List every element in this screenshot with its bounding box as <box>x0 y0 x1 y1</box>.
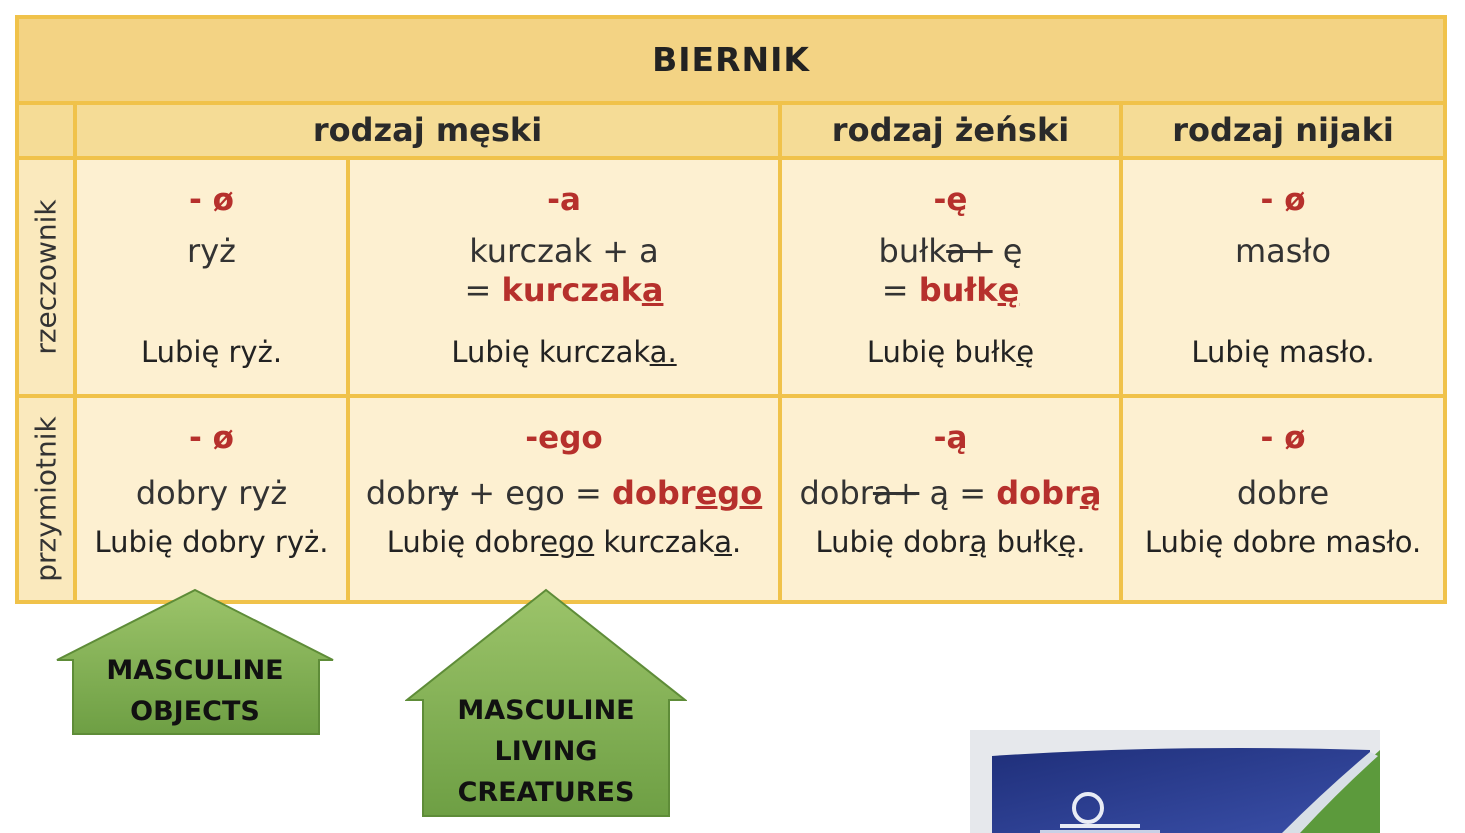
sentence-part: . <box>1076 525 1086 560</box>
struck-ending: a+ <box>946 231 993 270</box>
arrow-label-line3: CREATURES <box>457 777 635 808</box>
sentence-part: bułk <box>987 525 1059 560</box>
header-neuter: rodzaj nijaki <box>1118 100 1448 160</box>
table-title: BIERNIK <box>14 15 1448 105</box>
example-sentence: Lubię masło. <box>1191 334 1375 369</box>
example-word: dobry ryż <box>135 474 288 513</box>
arrow-label-line1: MASCULINE <box>457 695 635 726</box>
word-mid: ą = <box>919 474 997 513</box>
arrow-label-line2: OBJECTS <box>130 696 260 727</box>
ending: - ø <box>1260 420 1306 457</box>
example-word: masło <box>1234 231 1332 270</box>
result-ending: ego <box>695 474 763 513</box>
ending: - ø <box>189 420 234 457</box>
sentence-part: . <box>731 525 742 560</box>
arrow-masculine-living-creatures: MASCULINE LIVING CREATURES <box>405 588 687 818</box>
example-word: kurczak + a = kurczaka <box>350 232 778 310</box>
ending: - ø <box>189 181 234 218</box>
noun-masc-obj-cell: - ø ryż Lubię ryż. <box>73 155 350 399</box>
result-stem: bułk <box>918 270 998 309</box>
sentence-ending: ą <box>969 525 988 560</box>
result-ending: a <box>641 270 664 309</box>
word-stem: bułk <box>878 231 947 270</box>
row-label-adjective: przymiotnik <box>15 394 77 604</box>
example-sentence: Lubię dobre masło. <box>1144 525 1422 560</box>
product-package-image <box>970 730 1380 833</box>
example-sentence: Lubię kurczaka. <box>350 335 778 369</box>
example-word: ryż <box>187 231 236 270</box>
adj-fem-cell: -ą dobra+ ą = dobrą Lubię dobrą bułkę. <box>778 394 1123 604</box>
noun-neut-cell: - ø masło Lubię masło. <box>1118 155 1448 399</box>
example-word: dobra+ ą = dobrą <box>782 474 1119 513</box>
sentence-ending: ę <box>1058 525 1077 560</box>
adj-neut-cell: - ø dobre Lubię dobre masło. <box>1118 394 1448 604</box>
row-label-noun: rzeczownik <box>15 155 77 399</box>
row-label-noun-text: rzeczownik <box>29 199 63 355</box>
example-word: dobry + ego = dobrego <box>350 474 778 513</box>
adj-masc-living-cell: -ego dobry + ego = dobrego Lubię dobrego… <box>346 394 782 604</box>
ending: - ø <box>1260 181 1306 218</box>
adj-masc-obj-cell: - ø dobry ryż Lubię dobry ryż. <box>73 394 350 604</box>
equals: = <box>464 270 502 309</box>
example-sentence: Lubię ryż. <box>140 334 283 369</box>
sentence-part: Lubię bułk <box>866 334 1017 369</box>
equals: = <box>881 270 919 309</box>
package-illustration <box>970 730 1380 833</box>
ending: -ą <box>933 420 968 457</box>
struck-ending: y <box>439 474 459 513</box>
arrow-label-line1: MASCULINE <box>106 655 284 686</box>
example-word: bułka+ ę = bułkę <box>782 232 1119 310</box>
header-masculine: rodzaj męski <box>73 100 782 160</box>
result-ending: ą <box>1079 474 1102 513</box>
example-word: dobre <box>1236 474 1330 513</box>
corner-cell <box>15 100 77 160</box>
example-sentence: Lubię dobrego kurczaka. <box>350 525 778 559</box>
ending: -a <box>547 181 581 218</box>
sentence-ending: a <box>714 525 732 560</box>
sentence-part: Lubię dobr <box>815 525 970 560</box>
result-ending: ę <box>997 270 1020 309</box>
ending: -ego <box>525 420 603 457</box>
header-feminine: rodzaj żeński <box>778 100 1123 160</box>
example-sentence: Lubię dobrą bułkę. <box>782 525 1119 559</box>
sentence-ending: ę <box>1016 334 1035 369</box>
up-arrow-shape <box>405 588 687 817</box>
sentence-part: kurczak <box>594 525 715 560</box>
result-stem: dobr <box>996 474 1080 513</box>
noun-masc-living-cell: -a kurczak + a = kurczaka Lubię kurczaka… <box>346 155 782 399</box>
sentence-ending: a. <box>649 334 677 369</box>
biernik-table: BIERNIK rodzaj męski rodzaj żeński rodza… <box>14 15 1448 604</box>
word-mid: + ego = <box>458 474 612 513</box>
sentence-part: Lubię kurczak <box>451 334 650 369</box>
result-stem: dobr <box>612 474 696 513</box>
ending: -ę <box>933 181 968 218</box>
sentence-part: Lubię dobr <box>386 525 541 560</box>
sentence-ending: ego <box>540 525 595 560</box>
example-sentence: Lubię bułkę <box>782 335 1119 369</box>
result-stem: kurczak <box>501 270 642 309</box>
row-label-adjective-text: przymiotnik <box>29 416 63 582</box>
struck-ending: a+ <box>872 474 920 513</box>
added-ending: ę <box>992 231 1023 270</box>
arrow-masculine-objects: MASCULINE OBJECTS <box>55 588 335 738</box>
word-stem: dobr <box>799 474 873 513</box>
arrow-label-line2: LIVING <box>494 736 598 767</box>
example-sentence: Lubię dobry ryż. <box>94 525 329 560</box>
up-arrow-shape <box>56 588 334 735</box>
word-line1: kurczak + a <box>469 231 659 270</box>
noun-fem-cell: -ę bułka+ ę = bułkę Lubię bułkę <box>778 155 1123 399</box>
word-stem: dobr <box>365 474 440 513</box>
